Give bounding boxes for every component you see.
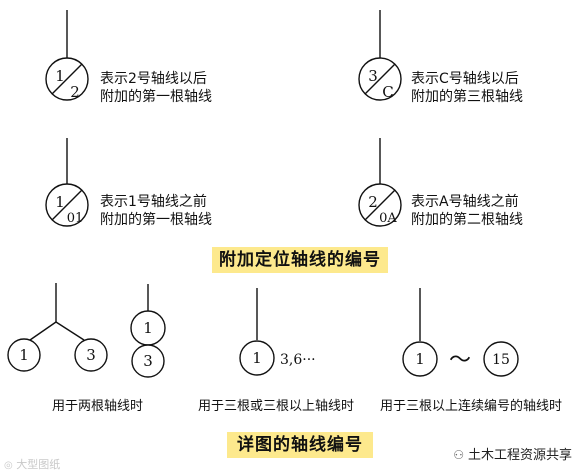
weibo-icon: ◎	[4, 460, 13, 471]
item4-top-number: 2	[368, 193, 378, 211]
section2-title: 详图的轴线编号	[227, 432, 373, 458]
watermark-right-text: 土木工程资源共享	[467, 448, 572, 463]
item1-bottom-number: 2	[70, 83, 80, 101]
section1-title: 附加定位轴线的编号	[212, 247, 388, 273]
caption-two-axes: 用于两根轴线时	[52, 399, 144, 414]
detail-stack-symbol	[130, 284, 166, 378]
item2-line1: 表示C号轴线以后	[411, 71, 519, 87]
watermark-right: ⚇土木工程资源共享	[451, 443, 574, 464]
item1-description: 表示2号轴线以后 附加的第一根轴线	[100, 70, 212, 106]
caption-three-or-more: 用于三根或三根以上轴线时	[198, 399, 355, 414]
item1-line1: 表示2号轴线以后	[100, 71, 207, 87]
watermark-left-text: 大型图纸	[16, 458, 61, 471]
item4-bottom-number: 0A	[379, 211, 397, 226]
item3-description: 表示1号轴线之前 附加的第一根轴线	[100, 193, 212, 229]
item2-description: 表示C号轴线以后 附加的第三根轴线	[411, 70, 523, 106]
detail-single-symbol	[239, 288, 275, 376]
axis-symbol-2-0a	[358, 138, 402, 227]
item4-line2: 附加的第二根轴线	[411, 212, 523, 228]
axis-symbol-1-01	[45, 138, 89, 227]
item2-top-number: 3	[368, 67, 378, 85]
fork-left-number: 1	[19, 346, 29, 364]
item4-line1: 表示A号轴线之前	[411, 194, 519, 210]
wechat-icon: ⚇	[453, 448, 464, 462]
stack-top-number: 1	[143, 319, 153, 337]
single-number: 1	[252, 349, 262, 367]
detail-fork-symbol	[7, 283, 108, 372]
item1-top-number: 1	[55, 67, 65, 85]
item3-top-number: 1	[55, 193, 65, 211]
detail-range-symbol	[402, 288, 519, 377]
caption-continuous: 用于三根以上连续编号的轴线时	[380, 399, 563, 414]
single-extra-numbers: 3,6···	[280, 352, 316, 368]
item2-line2: 附加的第三根轴线	[411, 89, 523, 105]
watermark-left: ◎ 大型图纸	[4, 456, 60, 472]
item3-bottom-number: 01	[67, 211, 84, 226]
range-tilde: ～	[449, 348, 471, 373]
fork-right-number: 3	[86, 346, 96, 364]
range-to-number: 15	[492, 352, 510, 368]
item3-line2: 附加的第一根轴线	[100, 212, 212, 228]
stack-bottom-number: 3	[143, 352, 153, 370]
item4-description: 表示A号轴线之前 附加的第二根轴线	[411, 193, 523, 229]
axis-symbol-1-2	[45, 10, 89, 101]
item1-line2: 附加的第一根轴线	[100, 89, 212, 105]
item2-bottom-number: C	[382, 83, 393, 101]
range-from-number: 1	[415, 350, 425, 368]
item3-line1: 表示1号轴线之前	[100, 194, 207, 210]
axis-symbol-3-c	[358, 10, 402, 101]
